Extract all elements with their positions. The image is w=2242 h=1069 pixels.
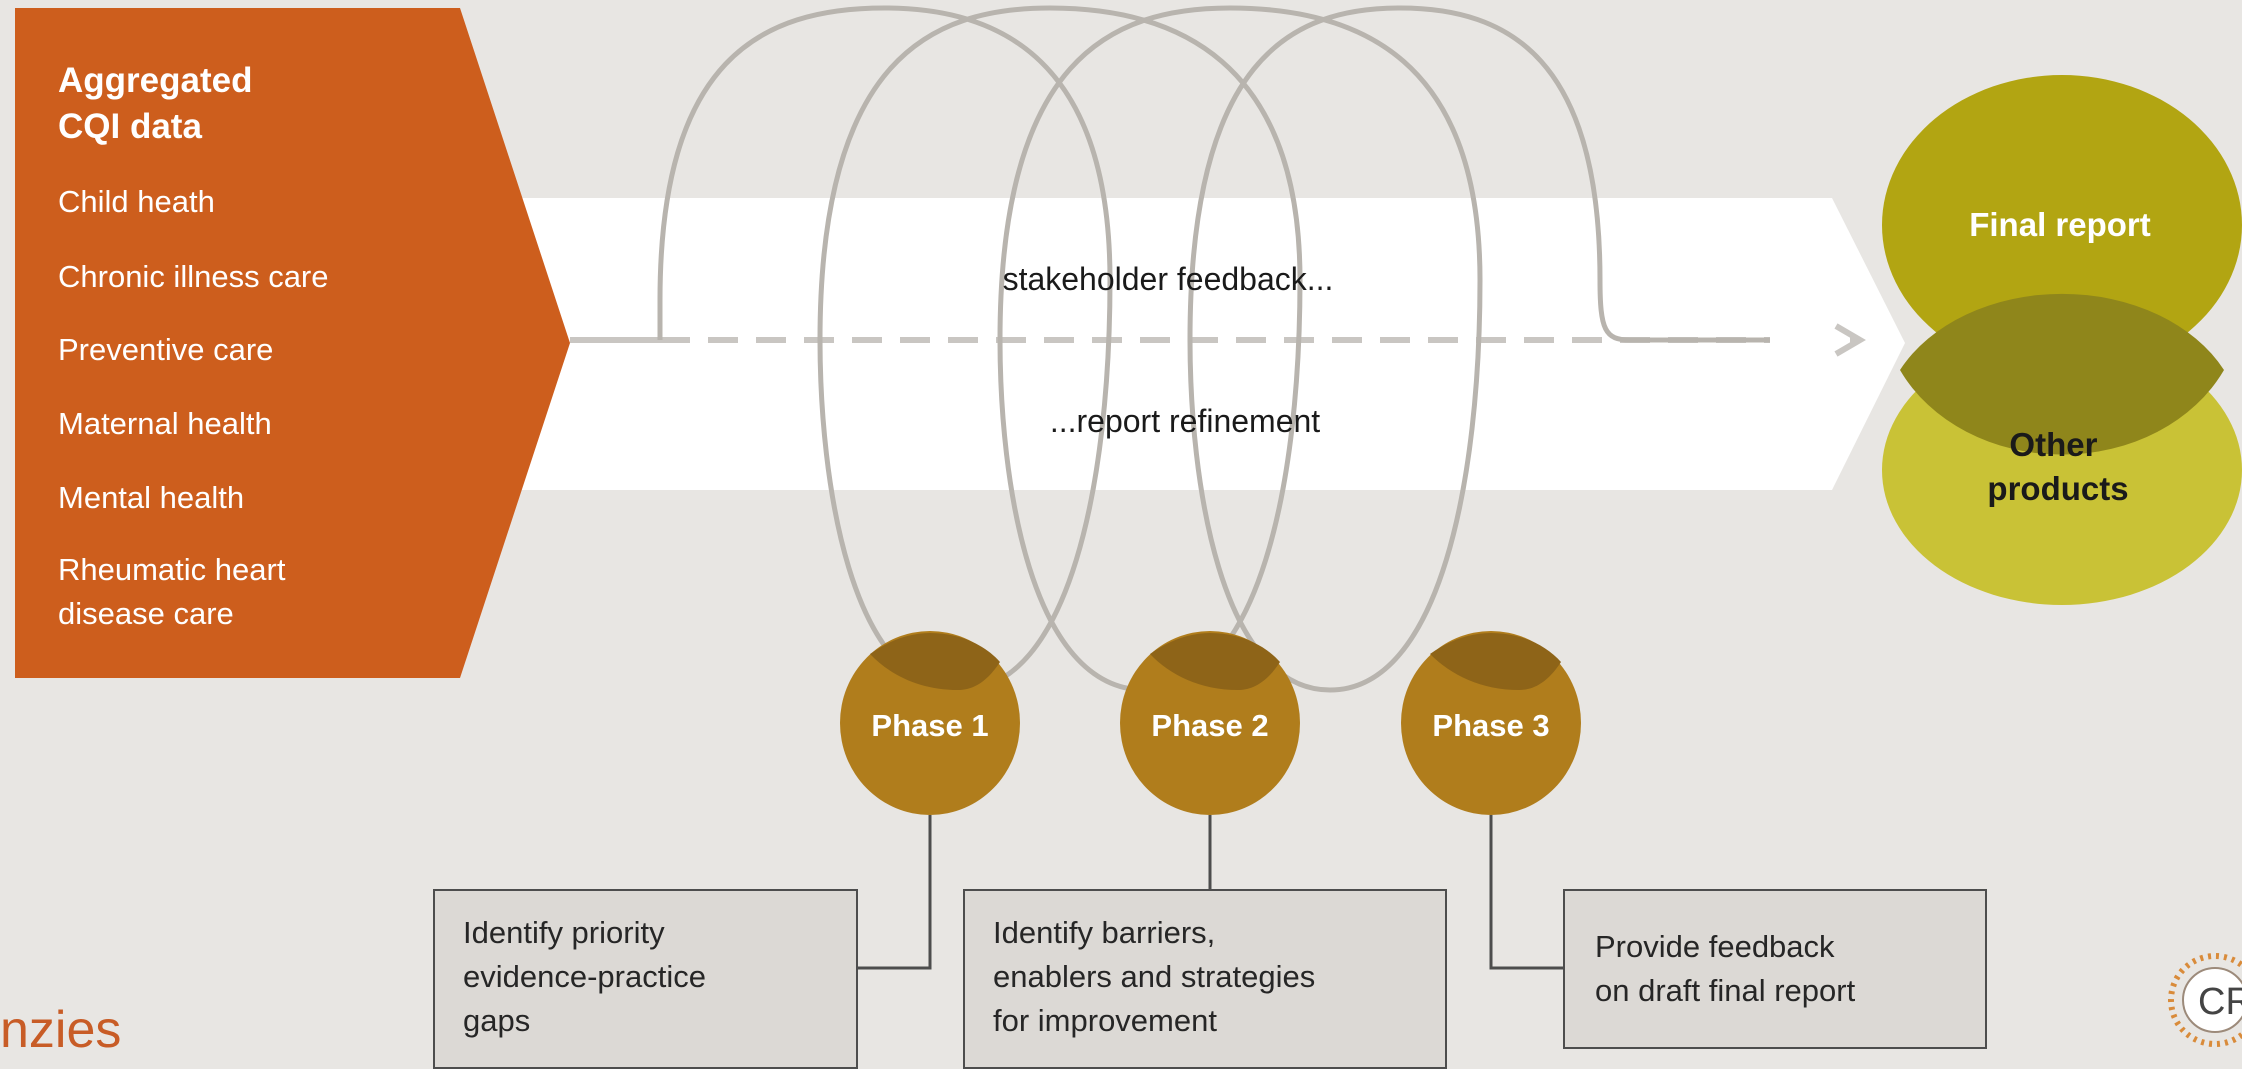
- process-line-arrowhead: [1834, 323, 1866, 357]
- phase-1-label: Phase 1: [871, 708, 988, 743]
- flow-arrow-band: [360, 198, 1905, 490]
- phase-1-overlap: [870, 633, 1000, 690]
- final-report-label: Final report: [1969, 206, 2151, 243]
- cre-logo: CR: [2168, 953, 2242, 1047]
- svg-text:CR: CR: [2198, 981, 2242, 1023]
- phase-3-description: Provide feedback on draft final report: [1595, 929, 1856, 1008]
- phase-2-label: Phase 2: [1151, 708, 1268, 743]
- stakeholder-feedback-label: stakeholder feedback...: [1003, 261, 1334, 297]
- phase-2-description-box: Identify barriers, enablers and strategi…: [963, 889, 1447, 1069]
- source-item-rheumatic-heart: Rheumatic heart disease care: [58, 552, 294, 631]
- phase-1-connector: [858, 815, 932, 970]
- phase-3-label: Phase 3: [1432, 708, 1549, 743]
- spiral-entry-stroke: [657, 5, 1113, 693]
- outputs-overlap: [1900, 293, 2224, 455]
- source-item-maternal-health: Maternal health: [58, 406, 272, 441]
- phase-2-description: Identify barriers, enablers and strategi…: [993, 915, 1316, 1038]
- phase-3-connector: [1489, 815, 1563, 970]
- spiral-loop-3: [1187, 5, 1483, 693]
- source-item-child-health: Child heath: [58, 184, 215, 219]
- source-item-mental-health: Mental health: [58, 480, 244, 515]
- other-products-label: Other products: [1987, 426, 2128, 507]
- source-item-preventive-care: Preventive care: [58, 332, 273, 367]
- menzies-logo: nzies: [0, 1001, 122, 1059]
- phase-3-description-box: Provide feedback on draft final report: [1563, 889, 1987, 1049]
- source-panel: [15, 8, 570, 678]
- spiral-exit-stroke: [1399, 5, 1770, 343]
- source-item-chronic-illness: Chronic illness care: [58, 259, 329, 294]
- phase-1-description-box: Identify priority evidence-practice gaps: [433, 889, 858, 1069]
- phase-1-description: Identify priority evidence-practice gaps: [463, 915, 706, 1038]
- phase-3-overlap: [1430, 633, 1561, 690]
- report-refinement-label: ...report refinement: [1050, 403, 1320, 439]
- source-panel-title: Aggregated CQI data: [58, 61, 262, 146]
- final-report-circle: [1882, 75, 2242, 375]
- phase-2-overlap: [1150, 633, 1280, 690]
